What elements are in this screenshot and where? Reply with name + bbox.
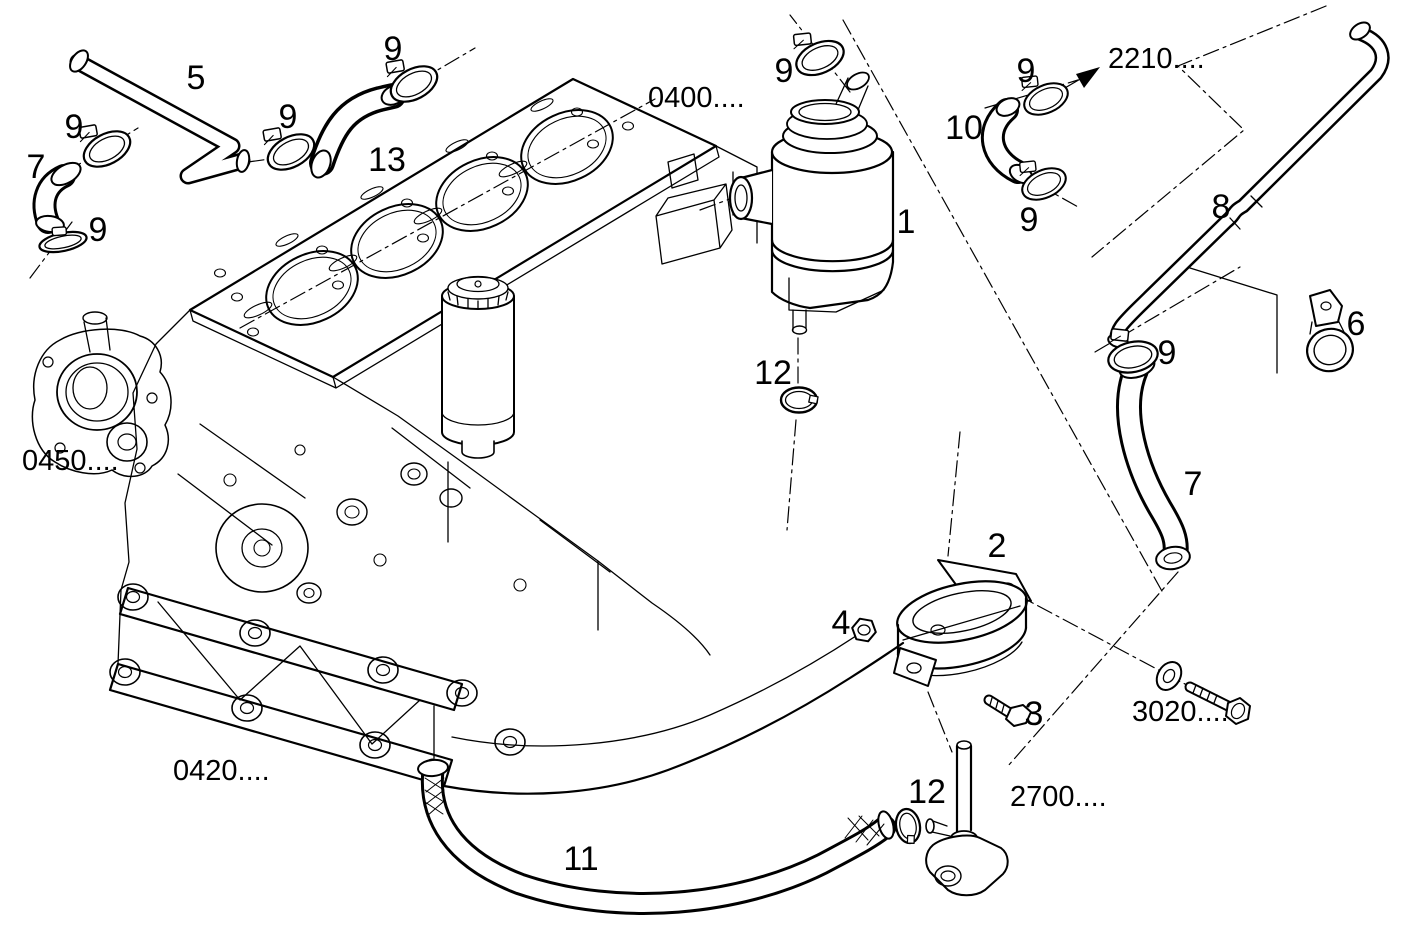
callout-3020-23: 3020.... [1132,696,1229,728]
callout-12-18: 12 [754,354,792,392]
callout-5-0: 5 [187,59,206,97]
callout-12-26: 12 [908,773,946,811]
callout-6-15: 6 [1347,305,1366,343]
callout-3-22: 3 [1025,695,1044,733]
drain-hose-7-right [1116,354,1191,571]
callout-2210-13: 2210.... [1108,43,1205,75]
callout-11-25: 11 [563,840,598,878]
callout-13-3: 13 [368,141,406,179]
oil-filter [441,275,515,459]
callout-9-5: 9 [65,108,84,146]
callout-7-4: 7 [27,148,46,186]
bedplate-frame [108,583,905,795]
callout-0420-24: 0420.... [173,755,270,787]
callout-9-11: 9 [1017,52,1036,90]
union-fitting-2700 [925,740,1009,897]
hose-5 [69,49,251,185]
elbow-hose-7-left [32,161,82,234]
callout-0450-19: 0450.... [22,445,119,477]
callout-9-8: 9 [775,52,794,90]
nut-4 [851,617,877,643]
callout-9-1: 9 [384,30,403,68]
washer-and-bolt-3020 [1155,661,1251,725]
callout-labels: 599137990400....9110992210....8697120450… [22,30,1365,878]
callout-7-17: 7 [1184,465,1203,503]
callout-8-14: 8 [1212,188,1231,226]
callout-9-6: 9 [89,211,108,249]
callout-2-20: 2 [988,527,1007,565]
callout-4-21: 4 [832,604,851,642]
callout-9-16: 9 [1158,334,1177,372]
callout-9-2: 9 [279,98,298,136]
block-body [117,145,758,665]
engine-block [108,77,905,795]
callout-2700-27: 2700.... [1010,781,1107,813]
drain-hose-11 [417,758,897,915]
bolt-3 [983,694,1032,727]
mounting-clamp-2 [893,559,1032,687]
callout-10-10: 10 [945,109,983,147]
support-clip-6 [1306,289,1354,373]
callout-1-9: 1 [897,203,916,241]
callout-0400-7: 0400.... [648,82,745,114]
front-cover-0450 [31,311,172,478]
callout-9-12: 9 [1020,201,1039,239]
oil-separator-canister [728,71,895,335]
